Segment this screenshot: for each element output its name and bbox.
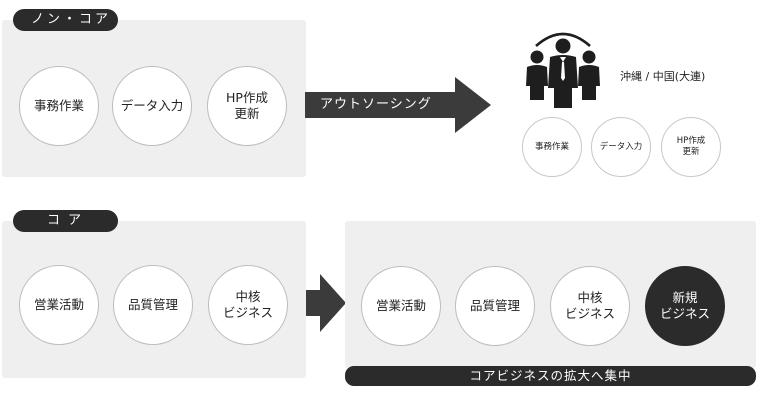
expand-arrow <box>306 274 346 332</box>
people-group-icon <box>526 32 600 108</box>
core-item-quality: 品質管理 <box>113 265 193 345</box>
outsourcing-arrow <box>305 77 491 133</box>
core-expanded-item-new-business: 新規 ビジネス <box>645 266 725 346</box>
noncore-item-data-entry: データ入力 <box>112 66 192 146</box>
outsource-item-office-work: 事務作業 <box>522 117 582 177</box>
outsource-item-data-entry: データ入力 <box>591 117 651 177</box>
core-item-core-business: 中核 ビジネス <box>208 265 288 345</box>
outsource-item-hp-update: HP作成 更新 <box>661 117 721 177</box>
core-label: コア <box>13 210 118 232</box>
core-expanded-item-sales: 営業活動 <box>361 266 441 346</box>
noncore-item-hp-update: HP作成 更新 <box>207 66 287 146</box>
core-item-sales: 営業活動 <box>19 265 99 345</box>
core-focus-banner: コアビジネスの拡大へ集中 <box>345 366 756 386</box>
core-expanded-item-quality: 品質管理 <box>455 266 535 346</box>
outsourcing-arrow-label: アウトソーシング <box>320 97 432 112</box>
noncore-label: ノン・コア <box>13 9 118 31</box>
noncore-item-office-work: 事務作業 <box>19 66 99 146</box>
core-expanded-item-core-business: 中核 ビジネス <box>550 266 630 346</box>
outsource-location: 沖縄 / 中国(大連) <box>620 70 706 83</box>
